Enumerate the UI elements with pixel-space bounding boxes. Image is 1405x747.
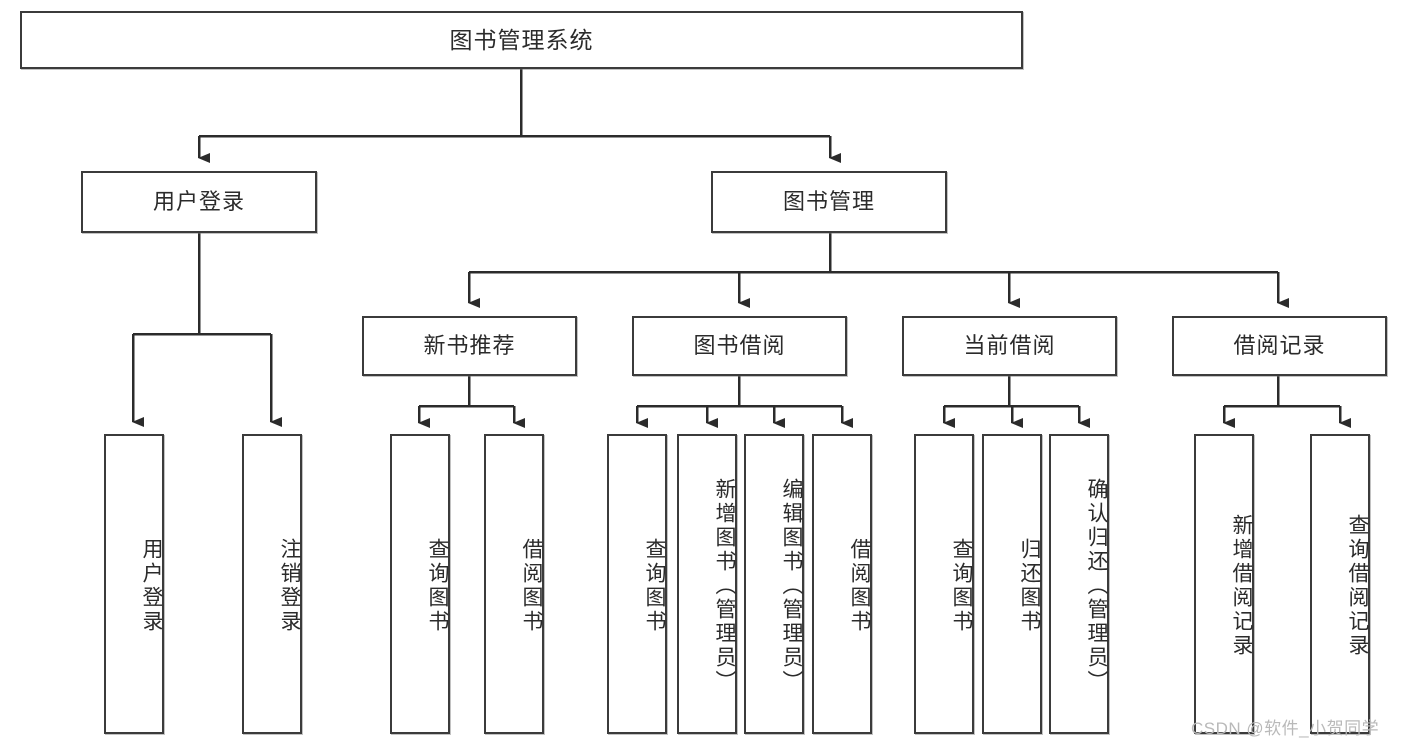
leaf-add-book-admin[interactable]: 新增图书（管理员） [677, 434, 737, 734]
node-book-management[interactable]: 图书管理 [711, 171, 947, 233]
node-label: 新增图书（管理员） [713, 478, 736, 694]
leaf-query-book-current[interactable]: 查询图书 [914, 434, 974, 734]
leaf-borrow-book-recommend[interactable]: 借阅图书 [484, 434, 544, 734]
leaf-query-borrow-record[interactable]: 查询借阅记录 [1310, 434, 1370, 734]
leaf-user-login[interactable]: 用户登录 [104, 434, 164, 734]
node-label: 查询图书 [426, 538, 449, 634]
node-book-borrow[interactable]: 图书借阅 [632, 316, 847, 376]
leaf-borrow-book[interactable]: 借阅图书 [812, 434, 872, 734]
node-label: 图书管理系统 [449, 26, 594, 53]
node-label: 新增借阅记录 [1230, 514, 1253, 658]
leaf-query-book-borrow[interactable]: 查询图书 [607, 434, 667, 734]
node-label: 查询图书 [950, 538, 973, 634]
node-user-login[interactable]: 用户登录 [81, 171, 317, 233]
node-new-book-recommend[interactable]: 新书推荐 [362, 316, 577, 376]
node-label: 借阅记录 [1233, 333, 1326, 359]
node-label: 查询借阅记录 [1346, 514, 1369, 658]
leaf-add-borrow-record[interactable]: 新增借阅记录 [1194, 434, 1254, 734]
leaf-return-book[interactable]: 归还图书 [982, 434, 1042, 734]
node-label: 图书管理 [782, 189, 875, 215]
node-label: 用户登录 [140, 538, 163, 634]
leaf-confirm-return-admin[interactable]: 确认归还（管理员） [1049, 434, 1109, 734]
leaf-edit-book-admin[interactable]: 编辑图书（管理员） [744, 434, 804, 734]
node-label: 图书借阅 [693, 333, 786, 359]
leaf-logout-login[interactable]: 注销登录 [242, 434, 302, 734]
node-label: 用户登录 [152, 189, 245, 215]
node-current-borrow[interactable]: 当前借阅 [902, 316, 1117, 376]
node-borrow-record[interactable]: 借阅记录 [1172, 316, 1387, 376]
node-label: 借阅图书 [520, 538, 543, 634]
node-label: 查询图书 [643, 538, 666, 634]
node-label: 借阅图书 [848, 538, 871, 634]
node-book-management-system[interactable]: 图书管理系统 [20, 11, 1023, 69]
node-label: 当前借阅 [963, 333, 1056, 359]
node-label: 确认归还（管理员） [1085, 478, 1108, 694]
node-label: 归还图书 [1018, 538, 1041, 634]
node-label: 注销登录 [278, 538, 301, 634]
leaf-query-book-recommend[interactable]: 查询图书 [390, 434, 450, 734]
node-label: 新书推荐 [423, 333, 516, 359]
watermark-text: CSDN @软件_小贺同学 [1191, 719, 1380, 738]
node-label: 编辑图书（管理员） [780, 478, 803, 694]
